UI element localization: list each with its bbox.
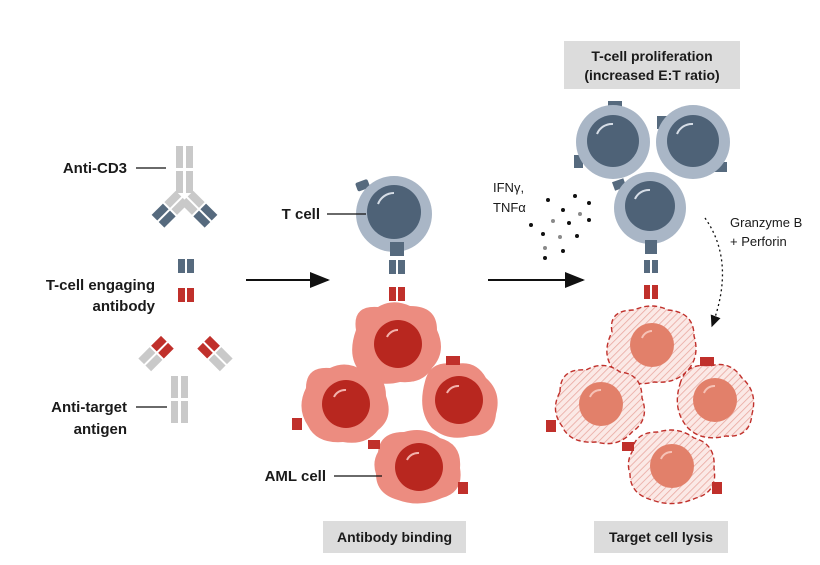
granzyme-label-line1: Granzyme B <box>730 215 802 230</box>
target-lysis-label: Target cell lysis <box>609 529 713 545</box>
antibody-binding-box <box>323 521 466 553</box>
granzyme-label-line2: + Perforin <box>730 234 787 249</box>
cytokines-label-line2: TNFα <box>493 200 526 215</box>
lysed-cell-top-icon <box>606 305 697 385</box>
antibody-binding-label: Antibody binding <box>337 529 452 545</box>
aml-cell-label: AML cell <box>265 468 326 485</box>
tce-antibody-icon <box>178 259 194 302</box>
aml-cell-bottom-icon <box>368 430 468 504</box>
granzyme-arrow <box>704 217 724 328</box>
lysed-cell-bottom-icon <box>622 429 722 505</box>
lysed-cell-right-icon <box>676 357 755 439</box>
aml-cell-right-icon <box>422 356 498 438</box>
tce-label-line2: antibody <box>93 298 156 315</box>
tce-label-line1: T-cell engaging <box>46 277 155 294</box>
anti-target-label-line2: antigen <box>74 421 127 438</box>
aml-cell-top-icon <box>352 302 441 384</box>
t-cell-icon <box>355 176 432 252</box>
t-cell-proliferated-right-icon <box>656 105 730 179</box>
target-lysis-box <box>594 521 728 553</box>
anti-target-label-line1: Anti-target <box>51 399 127 416</box>
cytokine-dots-icon <box>529 194 591 260</box>
t-cell-label: T cell <box>282 206 320 223</box>
t-cell-effector-icon <box>611 172 686 299</box>
proliferation-label-line2: (increased E:T ratio) <box>584 67 719 83</box>
proliferation-label-line1: T-cell proliferation <box>591 48 712 64</box>
anti-target-antibody-icon <box>138 335 233 423</box>
lysed-cell-left-icon <box>546 364 646 445</box>
cytokines-label-line1: IFNγ, <box>493 180 524 195</box>
bound-antibody-icon <box>389 242 405 301</box>
anti-cd3-label: Anti-CD3 <box>63 160 127 177</box>
t-cell-proliferated-left-icon <box>574 101 650 179</box>
aml-cell-left-icon <box>292 364 389 443</box>
proliferation-box <box>564 41 740 89</box>
anti-cd3-antibody-icon <box>151 146 218 228</box>
